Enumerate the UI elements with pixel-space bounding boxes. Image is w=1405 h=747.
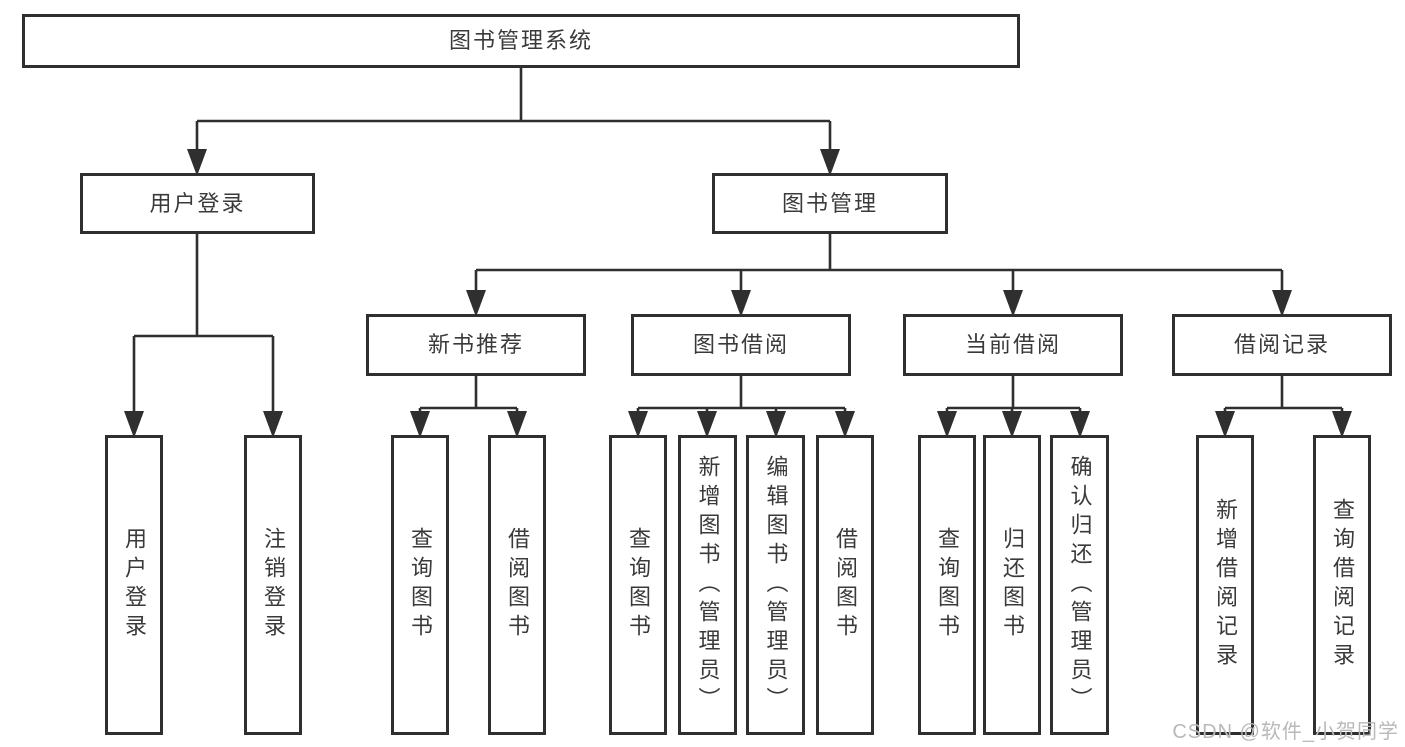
leaf-cb-confirm-return: 确认归还（管理员） bbox=[1050, 435, 1109, 735]
leaf-logout: 注销登录 bbox=[244, 435, 302, 735]
node-root-label: 图书管理系统 bbox=[448, 28, 593, 53]
leaf-bb-query-book-label: 查询图书 bbox=[626, 527, 651, 643]
node-new-book-recommend-label: 新书推荐 bbox=[427, 332, 524, 357]
leaf-br-add-record-label: 新增借阅记录 bbox=[1213, 498, 1238, 672]
node-user-login-label: 用户登录 bbox=[149, 190, 246, 216]
leaf-br-query-record-label: 查询借阅记录 bbox=[1330, 498, 1355, 672]
leaf-br-query-record: 查询借阅记录 bbox=[1313, 435, 1371, 735]
node-borrow-record-label: 借阅记录 bbox=[1233, 332, 1330, 357]
node-book-management: 图书管理 bbox=[712, 173, 948, 234]
leaf-cb-confirm-return-label: 确认归还（管理员） bbox=[1067, 454, 1093, 716]
node-root: 图书管理系统 bbox=[22, 14, 1020, 68]
leaf-bb-edit-book: 编辑图书（管理员） bbox=[746, 435, 805, 735]
node-borrow-record: 借阅记录 bbox=[1172, 314, 1392, 376]
leaf-bb-borrow-book: 借阅图书 bbox=[816, 435, 874, 735]
leaf-bb-add-book-label: 新增图书（管理员） bbox=[695, 454, 721, 716]
node-current-borrow: 当前借阅 bbox=[903, 314, 1123, 376]
leaf-cb-query-book-label: 查询图书 bbox=[935, 527, 960, 643]
node-new-book-recommend: 新书推荐 bbox=[366, 314, 586, 376]
watermark: CSDN @软件_小贺同学 bbox=[1172, 721, 1399, 743]
node-book-borrow: 图书借阅 bbox=[631, 314, 851, 376]
leaf-nbr-query-book: 查询图书 bbox=[391, 435, 449, 735]
leaf-user-login: 用户登录 bbox=[105, 435, 163, 735]
node-user-login: 用户登录 bbox=[80, 173, 315, 234]
leaf-nbr-borrow-book: 借阅图书 bbox=[488, 435, 546, 735]
leaf-user-login-label: 用户登录 bbox=[122, 527, 147, 643]
leaf-bb-add-book: 新增图书（管理员） bbox=[678, 435, 737, 735]
node-book-management-label: 图书管理 bbox=[781, 190, 878, 216]
leaf-bb-query-book: 查询图书 bbox=[609, 435, 667, 735]
node-book-borrow-label: 图书借阅 bbox=[692, 332, 789, 357]
leaf-cb-return-book: 归还图书 bbox=[983, 435, 1041, 735]
leaf-bb-edit-book-label: 编辑图书（管理员） bbox=[763, 454, 789, 716]
leaf-cb-query-book: 查询图书 bbox=[918, 435, 976, 735]
leaf-nbr-query-book-label: 查询图书 bbox=[408, 527, 433, 643]
leaf-logout-label: 注销登录 bbox=[261, 527, 286, 643]
leaf-cb-return-book-label: 归还图书 bbox=[1000, 527, 1025, 643]
node-current-borrow-label: 当前借阅 bbox=[964, 332, 1061, 357]
leaf-br-add-record: 新增借阅记录 bbox=[1196, 435, 1254, 735]
leaf-nbr-borrow-book-label: 借阅图书 bbox=[505, 527, 530, 643]
leaf-bb-borrow-book-label: 借阅图书 bbox=[833, 527, 858, 643]
